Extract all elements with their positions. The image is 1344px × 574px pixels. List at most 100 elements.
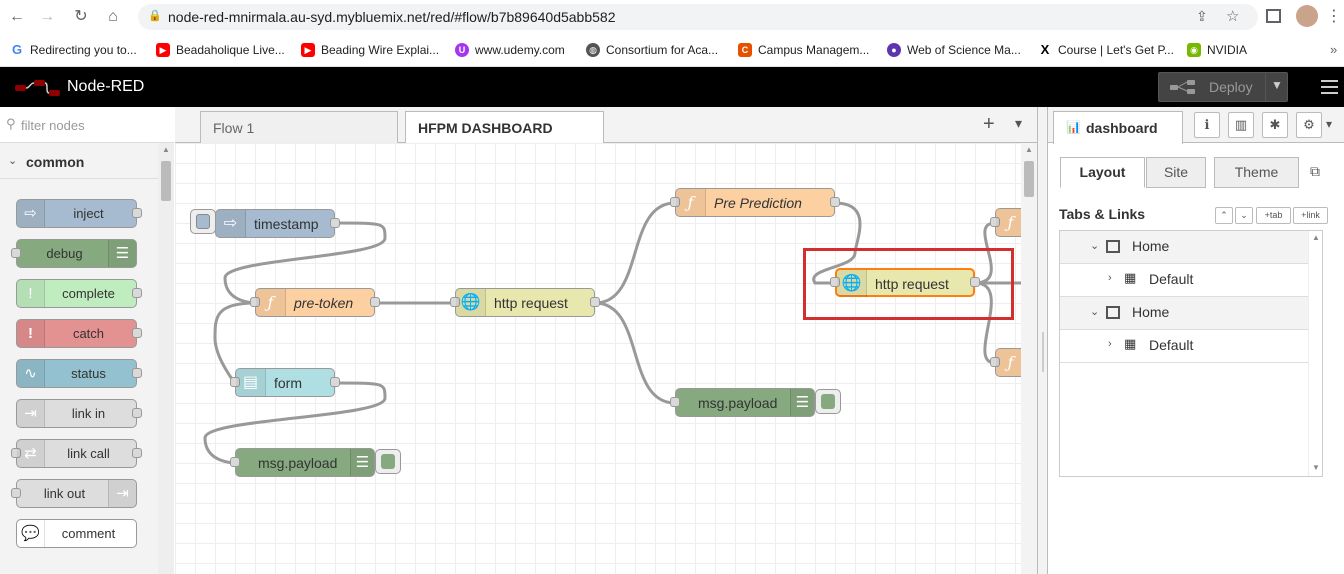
node-form[interactable]: ▤ form <box>230 368 340 397</box>
sidebar-splitter[interactable] <box>1037 107 1048 574</box>
palette-node-catch[interactable]: ! catch <box>16 319 142 348</box>
bookmark-item[interactable]: ●Web of Science Ma... <box>887 41 1021 59</box>
wires <box>203 201 1021 465</box>
node-msg-payload-2[interactable]: msg.payload ☰ <box>670 388 815 417</box>
deploy-label: Deploy <box>1209 79 1253 95</box>
bookmark-star-icon[interactable]: ☆ <box>1226 8 1240 25</box>
debug-toggle-button[interactable] <box>375 449 401 474</box>
node-function-partial[interactable]: ƒ <box>990 348 1021 377</box>
tab-flow-1[interactable]: Flow 1 <box>200 111 398 143</box>
config-gear-icon[interactable]: ⚙ <box>1296 112 1322 138</box>
tree-item-home[interactable]: ⌄ Home <box>1060 297 1308 330</box>
external-link-icon[interactable]: ⧉ <box>1310 163 1320 179</box>
tree-scrollbar[interactable]: ▲ ▼ <box>1308 231 1322 476</box>
nvidia-icon: ◉ <box>1187 43 1201 57</box>
bar-chart-icon: 📊 <box>1066 120 1081 134</box>
link-in-icon: ⇥ <box>17 400 45 427</box>
tree-item-home[interactable]: ⌄ Home <box>1060 231 1308 264</box>
profile-avatar[interactable] <box>1296 5 1318 27</box>
highlight-box <box>803 248 1014 320</box>
tab-hfpm-dashboard[interactable]: HFPM DASHBOARD <box>405 111 604 144</box>
subtab-layout[interactable]: Layout <box>1060 157 1145 188</box>
chevron-right-icon: › <box>1108 338 1112 350</box>
deploy-button[interactable]: Deploy ▼ <box>1158 72 1288 102</box>
palette-node-inject[interactable]: ⇨ inject <box>16 199 142 228</box>
debug-bug-icon[interactable]: ✱ <box>1262 112 1288 138</box>
search-icon: ⚲ <box>6 116 16 131</box>
tabs-links-tree: ⌄ Home › ▦ Default ⌄ Home › ▦ Default ▲ … <box>1059 230 1323 477</box>
collapse-all-button[interactable]: ⌃ <box>1215 207 1233 224</box>
node-timestamp[interactable]: ⇨ timestamp <box>215 209 340 238</box>
bookmark-item[interactable]: ▶Beading Wire Explai... <box>301 41 439 59</box>
node-msg-payload-1[interactable]: msg.payload ☰ <box>230 448 375 477</box>
node-function-partial[interactable]: ƒ <box>990 208 1021 237</box>
bookmark-item[interactable]: ▶Beadaholique Live... <box>156 41 285 59</box>
add-link-button[interactable]: +link <box>1293 207 1328 224</box>
node-pre-token[interactable]: ƒ pre-token <box>250 288 380 317</box>
palette-node-link-out[interactable]: link out ⇥ <box>11 479 137 508</box>
palette-search[interactable]: ⚲ filter nodes <box>0 107 174 143</box>
table-icon: ▦ <box>1124 270 1137 285</box>
link-call-icon: ⇄ <box>17 440 45 467</box>
palette-category-header[interactable]: ⌄ common <box>0 143 158 179</box>
catch-icon: ! <box>17 320 45 347</box>
node-red-header: Node-RED Deploy ▼ <box>0 67 1344 107</box>
subtab-site[interactable]: Site <box>1146 157 1206 188</box>
chevron-down-icon: ⌄ <box>1090 306 1100 318</box>
add-tab-button[interactable]: +tab <box>1256 207 1291 224</box>
palette-node-link-in[interactable]: ⇥ link in <box>16 399 142 428</box>
palette-node-status[interactable]: ∿ status <box>16 359 142 388</box>
tree-item-default[interactable]: › ▦ Default <box>1060 264 1308 297</box>
share-icon[interactable]: ⇪ <box>1196 8 1208 24</box>
url-text: node-red-mnirmala.au-syd.mybluemix.net/r… <box>168 9 616 25</box>
subtab-theme[interactable]: Theme <box>1214 157 1299 188</box>
table-icon: ▦ <box>1124 336 1137 351</box>
palette-node-comment[interactable]: 💬 comment <box>16 519 137 548</box>
debug-toggle-button[interactable] <box>815 389 841 414</box>
flow-canvas[interactable]: ⇨ timestamp ƒ pre-token 🌐 http request ▤… <box>175 143 1021 574</box>
palette-node-link-call[interactable]: ⇄ link call <box>11 439 142 468</box>
more-icon[interactable]: ⋮ <box>1326 8 1342 25</box>
canvas-scrollbar[interactable]: ▲ <box>1021 143 1037 574</box>
info-icon[interactable]: ℹ <box>1194 112 1220 138</box>
reload-icon[interactable]: ↻ <box>74 8 88 25</box>
palette-node-complete[interactable]: ! complete <box>16 279 142 308</box>
link-out-icon: ⇥ <box>108 480 136 507</box>
node-http-request-2[interactable]: 🌐 http request <box>830 268 980 297</box>
side-panel-icon[interactable] <box>1266 9 1281 23</box>
node-http-request-1[interactable]: 🌐 http request <box>450 288 600 317</box>
node-pre-prediction[interactable]: ƒ Pre Prediction <box>670 188 840 217</box>
chevron-down-icon: ⌄ <box>1090 240 1100 252</box>
bookmark-item[interactable]: ◍Consortium for Aca... <box>586 41 718 59</box>
tree-item-default[interactable]: › ▦ Default <box>1060 330 1308 363</box>
palette-scrollbar[interactable]: ▲ <box>158 143 174 574</box>
tab-icon <box>1106 306 1120 319</box>
palette-node-debug[interactable]: debug ☰ <box>11 239 137 268</box>
sidebar: 📊 dashboard ℹ ▥ ✱ ⚙ ▾ Layout Site Theme … <box>1048 107 1344 574</box>
debug-icon: ☰ <box>350 449 374 476</box>
main-menu-icon[interactable] <box>1318 77 1340 97</box>
home-icon[interactable]: ⌂ <box>108 8 118 25</box>
help-book-icon[interactable]: ▥ <box>1228 112 1254 138</box>
inject-trigger-button[interactable] <box>190 209 216 234</box>
add-flow-button[interactable]: + <box>983 113 995 135</box>
back-icon[interactable]: ← <box>9 8 25 25</box>
deploy-menu-icon[interactable]: ▼ <box>1271 78 1283 92</box>
flow-menu-button[interactable]: ▾ <box>1015 115 1023 131</box>
tab-icon <box>1106 240 1120 253</box>
globe-icon: 🌐 <box>837 270 867 297</box>
bookmark-item[interactable]: ◉NVIDIA <box>1187 41 1247 59</box>
tab-dashboard[interactable]: 📊 dashboard <box>1053 111 1183 144</box>
forward-icon[interactable]: → <box>39 8 55 25</box>
palette-search-input[interactable]: filter nodes <box>21 118 85 133</box>
bookmarks-overflow-icon[interactable]: » <box>1330 42 1338 57</box>
youtube-icon: ▶ <box>156 43 170 57</box>
address-bar[interactable]: 🔒 node-red-mnirmala.au-syd.mybluemix.net… <box>138 4 1258 30</box>
expand-all-button[interactable]: ⌄ <box>1235 207 1253 224</box>
sidebar-menu-icon[interactable]: ▾ <box>1326 117 1333 131</box>
